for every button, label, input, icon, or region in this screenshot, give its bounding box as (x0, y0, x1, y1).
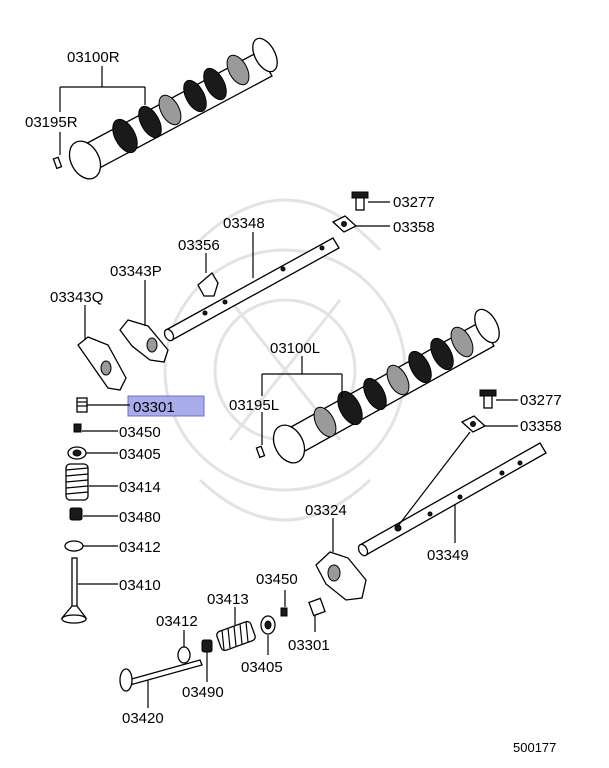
label-retainer-right: 03405 (241, 659, 283, 676)
diagram-id: 500177 (513, 740, 556, 755)
adjuster-right[interactable] (308, 597, 326, 617)
rocker-arm-lower[interactable] (315, 551, 367, 601)
adjuster-left[interactable] (76, 397, 88, 413)
seat-left[interactable] (64, 540, 84, 552)
seal-right[interactable] (201, 639, 213, 653)
bolt-lower[interactable] (479, 389, 497, 409)
label-bolt-upper: 03277 (393, 194, 435, 211)
exhaust-valve[interactable] (119, 659, 203, 692)
label-seat-right: 03412 (156, 613, 198, 630)
label-clip: 03356 (178, 237, 220, 254)
label-exhaust-valve: 03420 (122, 710, 164, 727)
retainer-lock-right[interactable] (280, 607, 288, 617)
clip[interactable] (197, 272, 219, 297)
rocker-shaft-lower[interactable] (357, 442, 547, 557)
label-retainer-lock-right: 03450 (256, 571, 298, 588)
label-rocker-shaft-lower: 03349 (427, 547, 469, 564)
camshaft-r[interactable] (63, 34, 282, 184)
label-adjuster-right: 03301 (288, 637, 330, 654)
label-stem-seal: 03480 (119, 509, 161, 526)
retainer-lock-left[interactable] (73, 423, 82, 433)
washer-lower[interactable] (460, 415, 487, 433)
label-rocker-shaft-upper: 03348 (223, 215, 265, 232)
intake-valve[interactable] (60, 557, 88, 624)
label-retainer-left: 03405 (119, 446, 161, 463)
pin-r[interactable] (52, 156, 63, 170)
rocker-shaft-upper[interactable] (163, 237, 340, 342)
highlight-box (127, 395, 205, 417)
label-rocker-arm-p: 03343P (110, 263, 162, 280)
label-camshaft-l: 03100L (270, 340, 320, 357)
camshaft-l[interactable] (267, 305, 504, 468)
retainer-right[interactable] (260, 615, 276, 635)
pin-l[interactable] (255, 445, 266, 459)
label-seat-left: 03412 (119, 539, 161, 556)
label-adjuster-highlighted[interactable]: 03301 (133, 399, 175, 416)
seat-right[interactable] (177, 646, 191, 664)
retainer-left[interactable] (67, 446, 87, 460)
bolt-upper[interactable] (351, 191, 369, 211)
label-camshaft-r: 03100R (67, 49, 120, 66)
label-retainer-lock-left: 03450 (119, 424, 161, 441)
label-spring-right: 03413 (207, 591, 249, 608)
label-pin-r: 03195R (25, 114, 78, 131)
label-intake-valve: 03410 (119, 577, 161, 594)
label-washer-upper: 03358 (393, 219, 435, 236)
spring-left[interactable] (65, 463, 89, 501)
label-bolt-lower: 03277 (520, 392, 562, 409)
label-pin-l: 03195L (229, 397, 279, 414)
washer-upper[interactable] (331, 215, 358, 233)
label-rocker-arm-q: 03343Q (50, 289, 103, 306)
spring-right[interactable] (216, 620, 257, 652)
label-washer-lower: 03358 (520, 418, 562, 435)
label-rocker-arm-lower: 03324 (305, 502, 347, 519)
label-spring-left: 03414 (119, 479, 161, 496)
stem-seal[interactable] (69, 507, 83, 521)
rocker-arm-p[interactable] (119, 319, 169, 363)
label-seal-right: 03490 (182, 684, 224, 701)
rocker-arm-q[interactable] (77, 336, 127, 391)
